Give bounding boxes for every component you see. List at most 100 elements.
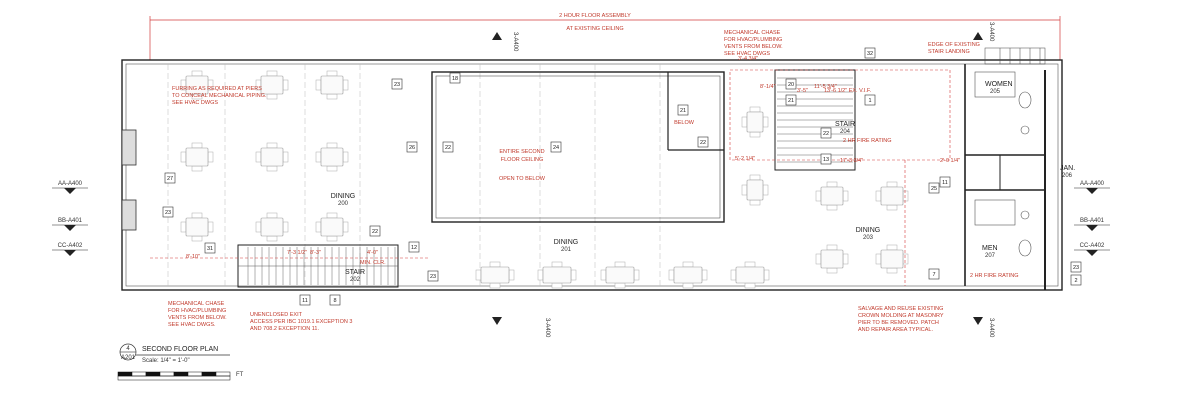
svg-text:22: 22	[700, 140, 706, 146]
dining-table	[180, 212, 214, 242]
stair-204[interactable]	[774, 69, 856, 171]
note-furring: FURRING AS REQUIRED AT PIERS TO CONCEAL …	[172, 86, 267, 106]
grid-marker[interactable]: AA-A400	[1074, 181, 1110, 194]
title-number: 4	[126, 346, 130, 352]
grid-marker-label: CC-A402	[1080, 243, 1105, 249]
stair-204-name: STAIR	[835, 121, 855, 128]
fire-rating-note-2: 2 HR FIRE RATING	[970, 273, 1019, 279]
svg-text:1: 1	[868, 98, 871, 104]
fire-rated-enclosure	[729, 69, 951, 161]
svg-text:SEE HVAC DWGS: SEE HVAC DWGS	[172, 100, 218, 106]
keynote-tag: 31	[204, 242, 216, 254]
dining-tables-201	[475, 261, 770, 289]
stair-204-number: 204	[840, 129, 851, 135]
dining-table	[741, 174, 769, 206]
keynote-tag: 22	[442, 141, 454, 153]
svg-text:2: 2	[1074, 278, 1077, 284]
dining-table	[475, 261, 515, 289]
svg-text:21: 21	[680, 108, 686, 114]
restroom-walls	[964, 64, 1045, 286]
svg-text:12: 12	[411, 245, 417, 251]
section-marker-top-left[interactable]: 3-A400	[492, 32, 518, 52]
svg-text:4'-0": 4'-0"	[367, 250, 378, 256]
section-marker-bottom-right[interactable]: 3-A400	[973, 317, 994, 338]
dining-table	[875, 181, 909, 211]
fire-rating-note-1: 2 HR FIRE RATING	[843, 138, 892, 144]
dining-table	[815, 244, 849, 274]
grid-marker[interactable]: AA-A400	[52, 181, 88, 194]
keynote-tag: 23	[1070, 261, 1082, 273]
svg-text:UNENCLOSED EXIT: UNENCLOSED EXIT	[250, 312, 303, 318]
svg-text:25: 25	[931, 186, 937, 192]
note-unenclosed-exit: UNENCLOSED EXIT ACCESS PER IBC 1019.1 EX…	[250, 312, 352, 332]
keynote-tag: 22	[369, 225, 381, 237]
dining-table	[730, 261, 770, 289]
svg-text:3-A400: 3-A400	[512, 32, 518, 52]
grid-marker[interactable]: CC-A402	[1074, 243, 1110, 256]
dining-201-name: DINING	[554, 239, 579, 246]
keynote-tag: 13	[820, 153, 832, 165]
stair-202-number: 202	[350, 277, 361, 283]
women-room-number: 205	[990, 89, 1001, 95]
grid-marker[interactable]: CC-A402	[52, 243, 88, 256]
dining-203-name: DINING	[856, 227, 881, 234]
svg-text:FOR HVAC/PLUMBING: FOR HVAC/PLUMBING	[724, 37, 782, 43]
keynote-tag: 25	[928, 182, 940, 194]
svg-text:FURRING AS REQUIRED AT PIERS: FURRING AS REQUIRED AT PIERS	[172, 86, 262, 92]
plan-title: SECOND FLOOR PLAN	[142, 346, 218, 353]
keynote-tag: 27	[164, 172, 176, 184]
keynote-tag: 1	[864, 94, 876, 106]
keynote-tag: 24	[550, 141, 562, 153]
keynote-tag: 22	[820, 127, 832, 139]
plan-scale: Scale: 1/4" = 1'-0"	[142, 358, 190, 364]
dining-table	[315, 212, 349, 242]
grid-marker[interactable]: BB-A401	[1074, 218, 1110, 231]
dining-table	[668, 261, 708, 289]
svg-text:MECHANICAL CHASE: MECHANICAL CHASE	[168, 301, 225, 307]
svg-text:8'-3": 8'-3"	[310, 250, 321, 256]
section-marker-top-right[interactable]: 3-A400	[973, 22, 994, 42]
section-marker-bottom-left[interactable]: 3-A400	[492, 317, 550, 338]
svg-text:3'-4 3/4": 3'-4 3/4"	[738, 56, 758, 62]
svg-text:8'-10": 8'-10"	[186, 254, 200, 260]
dining-table	[255, 212, 289, 242]
keynote-tag: 7	[928, 268, 940, 280]
svg-text:ACCESS PER IBC 1019.1 EXCEPTIO: ACCESS PER IBC 1019.1 EXCEPTION 3	[250, 319, 352, 325]
grid-marker[interactable]: BB-A401	[52, 218, 88, 231]
dining-table	[255, 70, 289, 100]
dining-table	[875, 244, 909, 274]
keynote-tag: 12	[408, 241, 420, 253]
keynote-tag: 11	[299, 294, 311, 306]
svg-text:3'-5": 3'-5"	[797, 88, 808, 94]
svg-text:13: 13	[823, 157, 829, 163]
existing-stair-landing	[984, 47, 1046, 65]
dining-table	[180, 142, 214, 172]
stair-202[interactable]	[237, 244, 399, 288]
opening-note-1: ENTIRE SECOND	[499, 149, 544, 155]
keynote-tag: 11	[939, 176, 951, 188]
dimension-strings: 3'-4 3/4" 3'-5" 13'-6 1/2" EX. V.I.F. 5'…	[186, 56, 960, 266]
dining-table	[815, 181, 849, 211]
grid-marker-label: BB-A401	[58, 218, 83, 224]
svg-text:17'-3 3/4": 17'-3 3/4"	[840, 158, 863, 164]
dining-table	[741, 106, 769, 138]
svg-text:PIER TO BE REMOVED. PATCH: PIER TO BE REMOVED. PATCH	[858, 320, 939, 326]
svg-text:23: 23	[1073, 265, 1079, 271]
dining-table	[180, 70, 214, 100]
svg-text:27: 27	[167, 176, 173, 182]
svg-text:AND REPAIR AREA TYPICAL.: AND REPAIR AREA TYPICAL.	[858, 327, 933, 333]
note-salvage: SALVAGE AND REUSE EXISTING CROWN MOLDING…	[858, 306, 944, 333]
stair-202-name: STAIR	[345, 269, 365, 276]
keynote-tag: 8	[329, 294, 341, 306]
svg-text:AND 708.2 EXCEPTION 11.: AND 708.2 EXCEPTION 11.	[250, 326, 319, 332]
dining-tables-203	[815, 181, 909, 274]
svg-text:CROWN MOLDING AT MASONRY: CROWN MOLDING AT MASONRY	[858, 313, 944, 319]
keynote-tag: 26	[406, 141, 418, 153]
svg-text:3-A400: 3-A400	[544, 318, 550, 338]
svg-text:18: 18	[452, 76, 458, 82]
svg-text:STAIR LANDING: STAIR LANDING	[928, 49, 970, 55]
men-room-name: MEN	[982, 245, 998, 252]
